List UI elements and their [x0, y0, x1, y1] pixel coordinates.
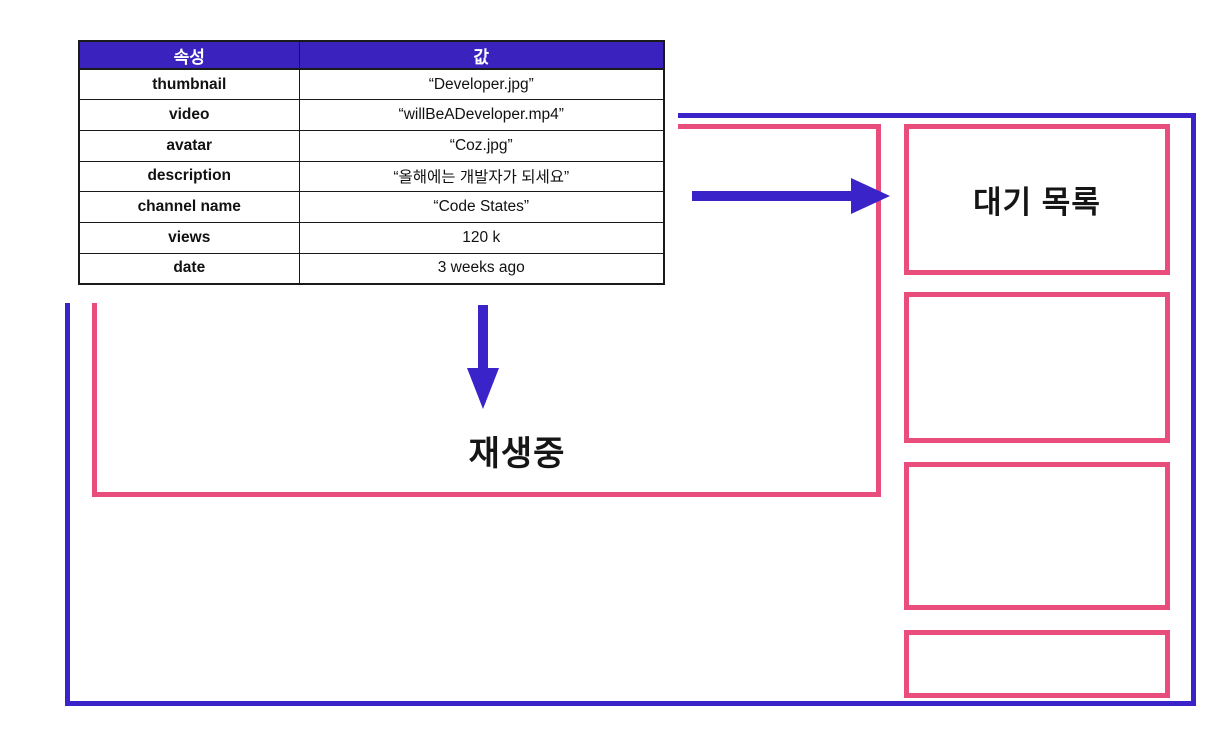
table-row: date 3 weeks ago [78, 252, 665, 285]
value-cell: “Code States” [298, 191, 665, 224]
now-playing-label: 재생중 [468, 435, 566, 473]
attr-cell: thumbnail [78, 68, 300, 101]
value-cell: “willBeADeveloper.mp4” [298, 99, 665, 131]
queue-item-box-3 [904, 462, 1170, 610]
value-cell: 120 k [298, 222, 665, 254]
queue-label: 대기 목록 [973, 185, 1101, 220]
table-header-row: 속성 값 [78, 40, 665, 70]
column-header-value: 값 [298, 40, 665, 70]
attr-cell: video [78, 99, 300, 131]
arrow-right-icon [692, 191, 852, 201]
value-cell: “Coz.jpg” [298, 129, 665, 162]
table-row: thumbnail “Developer.jpg” [78, 68, 665, 101]
table-row: channel name “Code States” [78, 191, 665, 224]
attr-cell: views [78, 222, 300, 254]
value-cell: “Developer.jpg” [298, 68, 665, 101]
arrow-down-icon [478, 305, 488, 369]
attr-cell: channel name [78, 191, 300, 224]
attr-cell: description [78, 160, 300, 193]
table-row: description “올해에는 개발자가 되세요” [78, 160, 665, 193]
value-cell: “올해에는 개발자가 되세요” [298, 160, 665, 193]
attr-cell: date [78, 252, 300, 285]
properties-table: 속성 값 thumbnail “Developer.jpg” video “wi… [78, 40, 665, 285]
table-row: video “willBeADeveloper.mp4” [78, 99, 665, 131]
table-row: avatar “Coz.jpg” [78, 129, 665, 162]
value-cell: 3 weeks ago [298, 252, 665, 285]
attr-cell: avatar [78, 129, 300, 162]
properties-table-panel: 속성 값 thumbnail “Developer.jpg” video “wi… [62, 25, 678, 303]
arrow-right-head-icon [851, 178, 890, 214]
arrow-down-head-icon [467, 368, 499, 409]
queue-item-box-2 [904, 292, 1170, 443]
column-header-attr: 속성 [78, 40, 300, 70]
queue-item-box-1: 대기 목록 [904, 124, 1170, 275]
queue-item-box-4 [904, 630, 1170, 698]
table-row: views 120 k [78, 222, 665, 254]
